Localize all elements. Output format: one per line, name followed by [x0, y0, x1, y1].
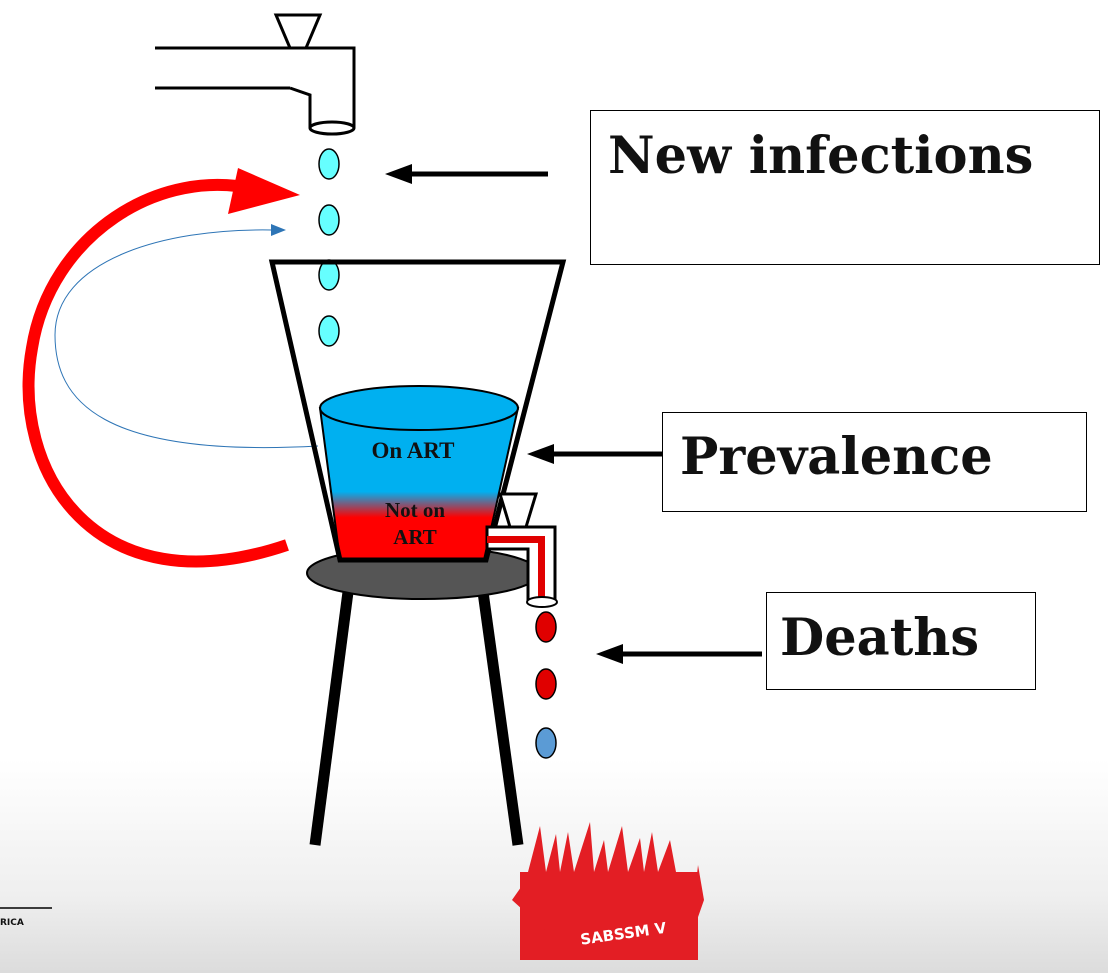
corner-text: RICA: [0, 918, 24, 928]
infection-drop: [319, 316, 339, 346]
on-art-label: On ART: [340, 438, 486, 464]
faucet-top: [155, 15, 354, 134]
art-death-drop: [536, 728, 556, 758]
death-drop: [536, 669, 556, 699]
death-drops: [536, 612, 556, 758]
infection-drops: [319, 149, 339, 346]
recycle-arrow: [29, 168, 300, 561]
stand-legs: [315, 592, 518, 845]
deaths-label: Deaths: [780, 608, 979, 668]
thin-return-arrow: [55, 224, 318, 448]
prevalence-label: Prevalence: [680, 427, 993, 487]
death-drop: [536, 612, 556, 642]
not-on-art-label: Not on ART: [365, 497, 465, 551]
new-infections-label: New infections: [608, 126, 1033, 186]
infection-drop: [319, 205, 339, 235]
sabssm-logo: SABSSM V: [512, 822, 704, 960]
infection-drop: [319, 149, 339, 179]
